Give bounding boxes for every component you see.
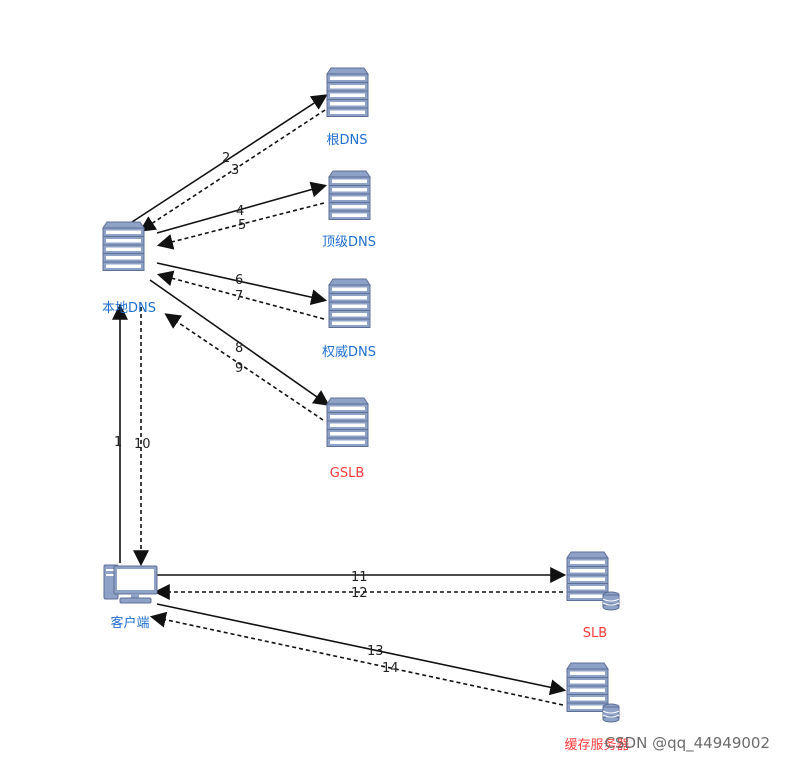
node-root-dns: 根DNS [326, 67, 369, 148]
edge-label-12: 12 [351, 586, 368, 601]
node-auth-dns: 权威DNS [322, 278, 376, 360]
client-computer-icon [103, 564, 158, 604]
node-label-local-dns: 本地DNS [102, 301, 156, 316]
edge-label-9: 9 [235, 361, 243, 376]
edge-response-auth [156, 270, 325, 320]
node-tld-dns: 顶级DNS [322, 170, 376, 250]
database-server-icon [566, 551, 609, 601]
edge-label-13: 13 [367, 644, 384, 659]
edge-group-gslb: 8 9 [149, 279, 330, 421]
edge-group-tld: 4 5 [156, 181, 328, 250]
edge-label-5: 5 [238, 218, 246, 233]
server-icon [326, 67, 369, 117]
edge-query-auth [156, 262, 328, 306]
edge-label-14: 14 [382, 661, 399, 676]
edge-group-slb: 11 12 [153, 567, 567, 601]
edge-label-2: 2 [222, 151, 230, 166]
edge-group-root: 2 3 [131, 94, 328, 232]
edge-group-cache: 13 14 [149, 603, 567, 706]
edge-label-1: 1 [114, 435, 122, 450]
watermark: CSDN @qq_44949002 [605, 734, 770, 753]
edge-label-6: 6 [235, 273, 243, 288]
edge-response-gslb [164, 313, 324, 421]
edge-group-client-local: 1 10 [112, 303, 151, 567]
edge-cache-to-client [149, 611, 564, 706]
edge-label-3: 3 [231, 163, 239, 178]
node-gslb: GSLB [326, 397, 369, 481]
node-label-tld-dns: 顶级DNS [322, 235, 376, 250]
server-icon [328, 278, 371, 328]
node-label-client: 客户端 [110, 615, 149, 631]
node-label-root-dns: 根DNS [327, 133, 368, 148]
node-cache-server: 缓存服务器 [564, 662, 630, 753]
edge-query-tld [156, 181, 328, 234]
edge-label-4: 4 [236, 204, 244, 219]
node-label-cache-server: 缓存服务器 [564, 737, 629, 753]
node-client: 客户端 [103, 564, 158, 631]
database-server-icon [566, 662, 609, 712]
edge-query-gslb [149, 279, 330, 406]
database-icon [602, 591, 620, 611]
node-label-slb: SLB [583, 626, 607, 641]
server-icon [326, 397, 369, 447]
edge-response-tld [156, 202, 325, 250]
node-label-gslb: GSLB [330, 466, 365, 481]
edge-client-to-cache [156, 603, 567, 696]
edge-label-7: 7 [235, 289, 243, 304]
edge-group-auth: 6 7 [156, 262, 328, 320]
database-icon [602, 703, 620, 723]
edge-label-10: 10 [134, 437, 151, 452]
edge-query-root [131, 94, 328, 223]
node-slb: SLB [566, 551, 620, 641]
edge-label-8: 8 [235, 341, 243, 356]
edge-label-11: 11 [351, 570, 368, 585]
server-icon [102, 221, 145, 271]
server-icon [328, 170, 371, 220]
node-local-dns: 本地DNS [102, 221, 156, 316]
edge-response-root [139, 109, 326, 232]
node-label-auth-dns: 权威DNS [322, 344, 376, 360]
